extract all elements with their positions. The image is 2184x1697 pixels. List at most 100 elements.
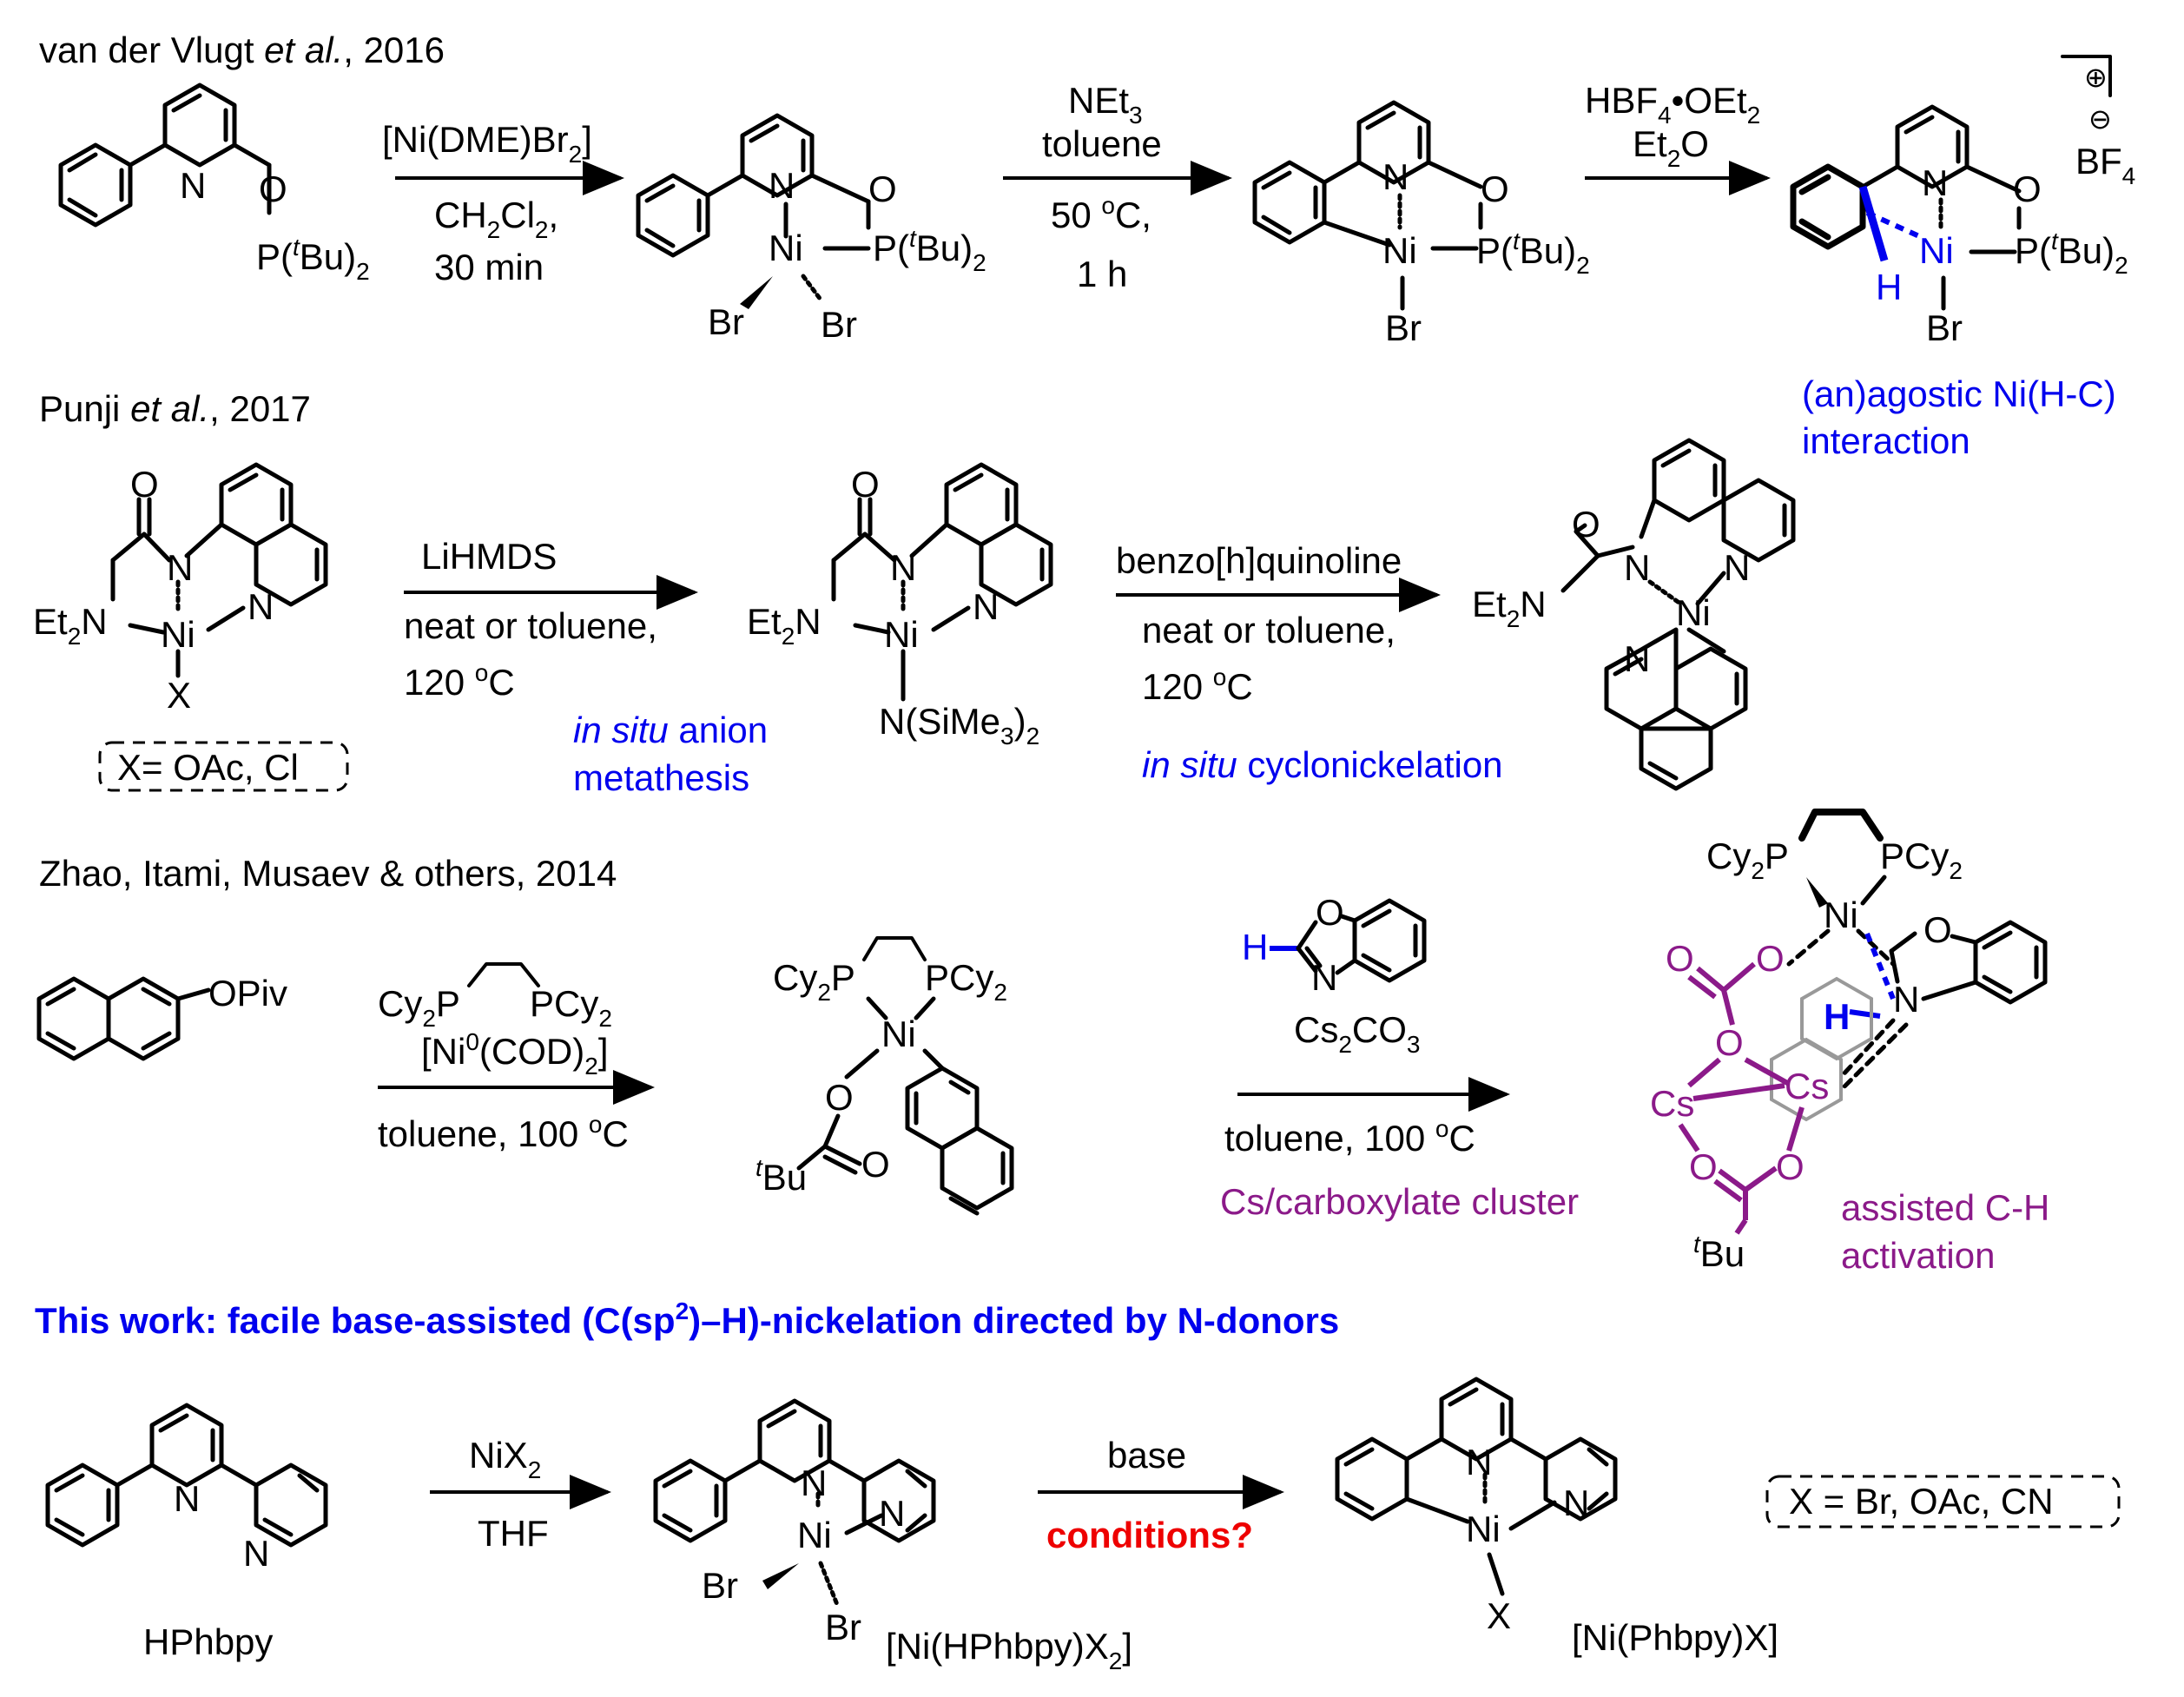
compound-naphthyl-pivalate: OPiv (36, 973, 287, 1061)
atom-n: N (801, 1463, 827, 1503)
atom-n: N (879, 1493, 905, 1534)
compound-phenylpyridyl-phosphinite: N O P(tBu)2 (58, 83, 370, 285)
atom-pcy2: PCy2 (1880, 835, 1963, 884)
atom-o: O (825, 1077, 854, 1118)
note-cyclonickelation: in situ cyclonickelation (1142, 744, 1503, 785)
counterion-bf4: BF4 (2075, 141, 2135, 189)
r3-step2-cond: toluene, 100 oC (1224, 1115, 1475, 1159)
atom-et2n: Et2N (747, 601, 821, 650)
note-assisted-ch: assisted C-H (1841, 1187, 2049, 1228)
atom-n: N (1624, 638, 1650, 679)
atom-tbu: tBu (755, 1154, 807, 1198)
atom-o-purple: O (1666, 938, 1694, 979)
atom-o-purple: O (1756, 938, 1785, 979)
atom-x: X (1487, 1595, 1511, 1636)
label-ni-hphbpy-x2: [Ni(HPhbpy)X2] (886, 1626, 1132, 1674)
reagent-benzoxazole: H O N (1242, 892, 1427, 998)
atom-ni: Ni (1824, 895, 1858, 935)
dcype-ligand: Cy2P PCy2 (378, 962, 612, 1032)
r3-step1-cond: toluene, 100 oC (378, 1111, 629, 1154)
note-activation: activation (1841, 1235, 1995, 1276)
atom-ni: Ni (1919, 230, 1954, 271)
r3-step1-cat: [Ni0(COD)2] (421, 1028, 608, 1080)
compound-ni-phbpy-x: N N Ni X (1335, 1377, 1618, 1636)
atom-ni: Ni (797, 1515, 832, 1555)
r1-step2-solvent: toluene (1042, 123, 1162, 164)
note-anion-metathesis-2: metathesis (573, 757, 749, 798)
label-hphbpy: HPhbpy (143, 1621, 273, 1662)
label-ni-phbpy-x: [Ni(Phbpy)X] (1572, 1617, 1778, 1658)
atom-o: O (130, 464, 159, 505)
r2-step2-reagent: benzo[h]quinoline (1116, 540, 1402, 581)
ligand-cy2p: Cy2P (378, 983, 460, 1032)
r1-step1-solvent: CH2Cl2, (434, 195, 558, 243)
atom-ptbu2: P(tBu)2 (256, 234, 370, 285)
atom-o: O (1572, 504, 1600, 545)
atom-n: N (1311, 957, 1337, 998)
atom-br: Br (825, 1607, 861, 1647)
atom-h-benzoxazole: H (1242, 927, 1268, 967)
row2-heading: Punji et al., 2017 (39, 388, 311, 429)
x-options-box-2 (1765, 1475, 2121, 1529)
atom-ptbu2: P(tBu)2 (873, 225, 986, 276)
atom-o: O (259, 168, 287, 209)
r1-step1-reagent: [Ni(DME)Br2] (382, 119, 592, 168)
r2-step2-temp: 120 oC (1142, 664, 1253, 707)
atom-ni: Ni (1466, 1509, 1501, 1549)
atom-n: N (973, 586, 999, 627)
ligand-pcy2: PCy2 (530, 983, 612, 1032)
compound-ni-naphthyl-pivalate: Cy2P PCy2 Ni O O tBu (755, 936, 1014, 1216)
r4-step1-reagent: NiX2 (469, 1435, 541, 1483)
atom-n: N (1624, 547, 1650, 588)
atom-o: O (861, 1144, 890, 1185)
atom-n: N (167, 547, 193, 588)
atom-ptbu2: P(tBu)2 (2015, 228, 2128, 279)
atom-cs: Cs (1785, 1066, 1829, 1106)
r1-step2-base: NEt3 (1068, 80, 1143, 129)
compound-quinolinyl-amide-nix: O N N Et2N Ni X (33, 462, 328, 716)
atom-ptbu2: P(tBu)2 (1476, 228, 1590, 279)
transition-state-cs-cluster: Cy2P PCy2 Ni H O N O O O Cs Cs (1650, 809, 2048, 1274)
atom-n: N (1466, 1442, 1492, 1482)
atom-o: O (851, 464, 880, 505)
atom-o-purple: O (1689, 1146, 1718, 1187)
atom-nsime3-2: N(SiMe3)2 (879, 701, 1039, 749)
atom-h-ts: H (1824, 996, 1850, 1037)
atom-n: N (769, 165, 795, 206)
charge-plus: ⊕ (2084, 62, 2108, 93)
r4-step1-solvent: THF (478, 1513, 549, 1554)
atom-n: N (1922, 162, 1948, 203)
atom-br: Br (1926, 307, 1963, 348)
atom-br: Br (708, 301, 744, 342)
atom-o-purple: O (1715, 1022, 1744, 1063)
atom-x: X (167, 675, 191, 716)
compound-cyclometalated-nibr: N O Ni P(tBu)2 Br (1252, 100, 1590, 348)
r2-step1-reagent: LiHMDS (421, 536, 557, 577)
r2-step1-temp: 120 oC (404, 659, 515, 703)
atom-opiv: OPiv (208, 973, 287, 1014)
r4-conditions: conditions? (1046, 1515, 1253, 1555)
r1-step1-time: 30 min (434, 247, 544, 287)
atom-o: O (1923, 909, 1952, 950)
atom-ni: Ni (769, 228, 803, 268)
r4-step2-reagent: base (1107, 1435, 1186, 1476)
atom-ni: Ni (881, 1014, 916, 1054)
atom-cy2p: Cy2P (1706, 835, 1789, 884)
compound-ni-hphbpy-x2: N N Ni Br Br (653, 1398, 936, 1647)
row3-heading: Zhao, Itami, Musaev & others, 2014 (39, 853, 617, 894)
compound-benzoquinoline-ni-complex: O N N Et2N Ni N (1472, 438, 1796, 791)
row1-heading: van der Vlugt et al., 2016 (39, 30, 445, 70)
atom-n: N (174, 1478, 200, 1519)
atom-n: N (180, 165, 206, 206)
r3-step2-base: Cs2CO3 (1294, 1009, 1421, 1058)
atom-ni: Ni (161, 614, 195, 655)
compound-ni-dibromide-complex: N O Ni P(tBu)2 Br Br (636, 113, 986, 345)
r1-step3-solvent: Et2O (1633, 123, 1709, 172)
r2-step1-solvent: neat or toluene, (404, 605, 657, 646)
atom-tbu: tBu (1693, 1231, 1745, 1274)
atom-n: N (1724, 547, 1750, 588)
compound-agostic-cation: N O Ni H P(tBu)2 Br ⊕ ⊖ BF4 (1790, 55, 2135, 348)
note-cs-cluster: Cs/carboxylate cluster (1220, 1181, 1579, 1222)
